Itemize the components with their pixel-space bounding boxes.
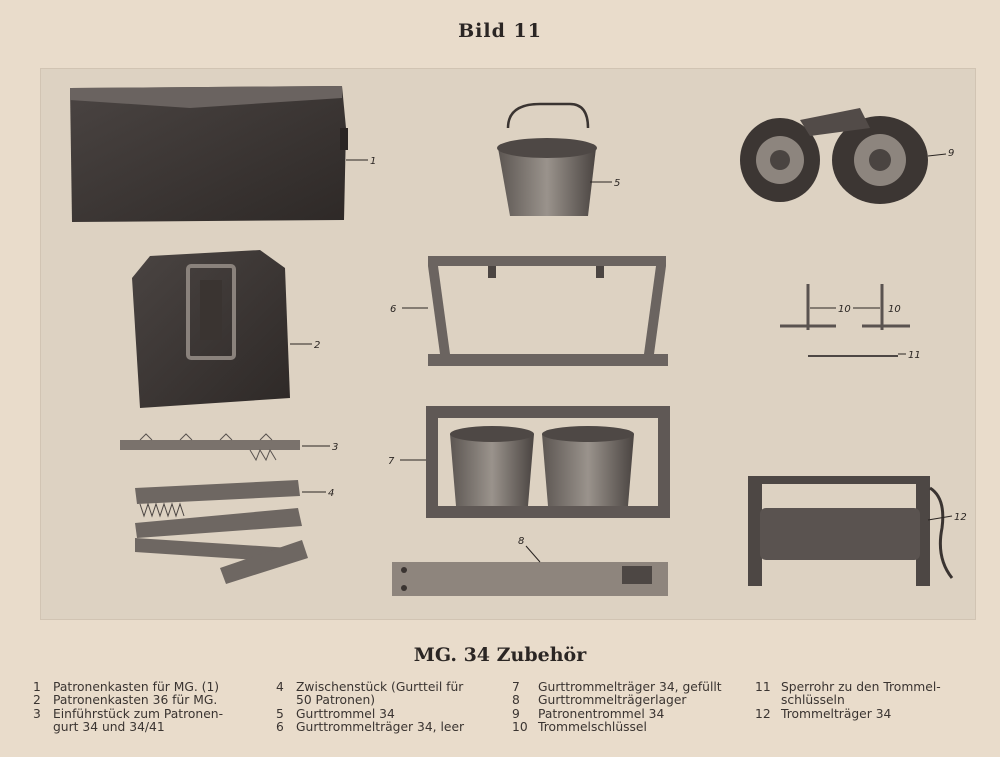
legend-item: 2 Patronenkasten 36 für MG. — [33, 693, 223, 708]
legend-text: Gurttrommelträger 34, leer — [296, 720, 465, 735]
legend-item: 12 Trommelträger 34 — [755, 706, 941, 721]
feed-piece-image — [120, 433, 300, 462]
legend-text: Patronenkasten für MG. (1) — [53, 680, 220, 694]
legend-number: 8 — [512, 693, 520, 708]
legend-item: 7 Gurttrommelträger 34, gefüllt — [512, 680, 722, 694]
legend-text: Trommelschlüssel — [538, 720, 647, 735]
legend-number: 3 — [33, 706, 41, 721]
carrier-bearing-image — [392, 562, 668, 596]
ammo-box-36-image — [132, 250, 290, 408]
legend-item: 9 Patronentrommel 34 — [512, 706, 722, 721]
figure-caption: MG. 34 Zubehör — [413, 644, 587, 666]
legend-column-2: 4 Zwischenstück (Gurtteil für 50 Patronen… — [276, 680, 465, 735]
legend-number: 6 — [276, 720, 284, 735]
legend-text: Trommelträger 34 — [781, 706, 892, 721]
callout-4: 4 — [328, 488, 334, 499]
legend-item: 5 Gurttrommel 34 — [276, 706, 464, 721]
legend-column-3: 7 Gurttrommelträger 34, gefüllt 8 Gurttrom… — [512, 680, 722, 735]
legend-text: Einführstück zum Patronen- — [53, 706, 224, 721]
callout-6: 6 — [390, 304, 396, 315]
legend-text: Gurttrommelträgerlager — [538, 693, 687, 708]
legend-item-continuation: gurt 34 und 34/41 — [53, 720, 165, 735]
callout-11: 11 — [908, 350, 921, 361]
legend-number: 4 — [276, 680, 284, 694]
callout-3: 3 — [332, 442, 338, 453]
legend-item: 10 Trommelschlüssel — [512, 720, 722, 735]
legend-number: 11 — [755, 680, 771, 694]
callout-10a: 10 — [838, 304, 851, 315]
legend-number: 9 — [512, 706, 520, 721]
drum-carrier-empty-image — [428, 256, 668, 366]
callout-7: 7 — [388, 456, 395, 467]
legend-column-1: 1 Patronenkasten für MG. (1) 2 Patronenkas… — [33, 680, 224, 735]
legend-number: 12 — [755, 706, 771, 721]
callout-12: 12 — [954, 512, 967, 523]
legend-item-continuation: schlüsseln — [781, 693, 845, 708]
legend-text: Sperrohr zu den Trommel- — [781, 680, 941, 694]
equipment-illustration: 1 2 3 4 — [70, 86, 967, 596]
callout-1: 1 — [370, 156, 376, 167]
drum-keys-image — [780, 284, 910, 330]
drum-carrier-filled-image — [426, 406, 670, 518]
callout-2: 2 — [314, 340, 320, 351]
callout-5: 5 — [614, 178, 620, 189]
belt-drum-image — [497, 102, 597, 216]
drum-holder-image — [748, 476, 954, 586]
legend-item: 8 Gurttrommelträgerlager — [512, 693, 722, 708]
legend-item: 6 Gurttrommelträger 34, leer — [276, 720, 465, 735]
saddle-drum-image — [740, 108, 928, 204]
callout-10b: 10 — [888, 304, 901, 315]
legend-number: 2 — [33, 693, 41, 708]
page-title: Bild 11 — [458, 20, 542, 42]
legend-text: Zwischenstück (Gurtteil für — [296, 680, 464, 694]
legend-item: 1 Patronenkasten für MG. (1) — [33, 680, 223, 694]
legend-number: 7 — [512, 680, 520, 694]
legend-item: 3 Einführstück zum Patronen- — [33, 706, 224, 721]
legend-text: Patronentrommel 34 — [538, 706, 665, 721]
legend-number: 5 — [276, 706, 284, 721]
callout-9: 9 — [948, 148, 954, 159]
legend-text: Gurttrommel 34 — [296, 706, 395, 721]
legend-text: Gurttrommelträger 34, gefüllt — [538, 680, 722, 694]
callout-8: 8 — [518, 536, 524, 547]
legend-item: 11 Sperrohr zu den Trommel- — [755, 680, 941, 694]
equipment-photo-plate: 1 2 3 4 — [40, 68, 976, 620]
ammo-box-1-image — [70, 86, 348, 222]
legend-number: 1 — [33, 680, 41, 694]
legend-item: 4 Zwischenstück (Gurtteil für — [276, 680, 464, 694]
legend-column-4: 11 Sperrohr zu den Trommel- schlüsseln 12… — [755, 680, 941, 721]
ammo-belt-image — [135, 480, 308, 584]
legend-item-continuation: 50 Patronen) — [296, 693, 376, 708]
legend-number: 10 — [512, 720, 528, 735]
legend-text: Patronenkasten 36 für MG. — [53, 693, 218, 708]
